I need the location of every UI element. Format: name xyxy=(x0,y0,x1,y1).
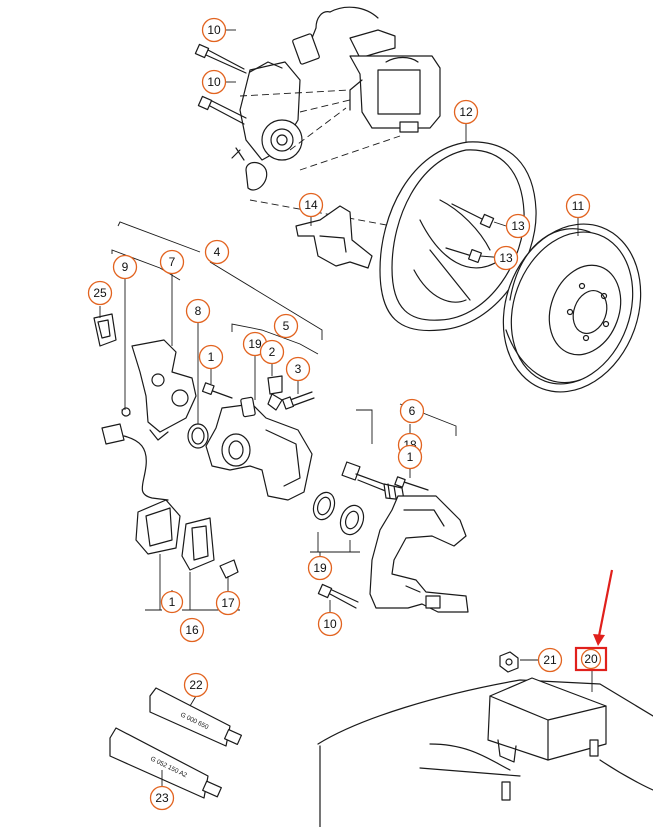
wheel-bearing-housing xyxy=(231,6,379,191)
svg-text:1: 1 xyxy=(407,450,414,464)
callout-3[interactable]: 3 xyxy=(285,356,311,382)
nut-21 xyxy=(499,651,519,673)
svg-text:12: 12 xyxy=(459,105,473,119)
callout-17[interactable]: 17 xyxy=(215,590,241,616)
callout-1-pads[interactable]: 1 xyxy=(160,590,184,614)
svg-text:4: 4 xyxy=(214,245,221,259)
callout-1-carrier[interactable]: 1 xyxy=(397,444,423,470)
svg-text:10: 10 xyxy=(323,617,337,631)
callout-10-top[interactable]: 10 xyxy=(201,17,227,43)
svg-text:9: 9 xyxy=(122,260,129,274)
svg-text:19: 19 xyxy=(313,561,327,575)
brake-caliper-upper xyxy=(349,29,441,133)
callout-1-upper[interactable]: 1 xyxy=(198,344,224,370)
callout-8[interactable]: 8 xyxy=(185,298,211,324)
svg-text:11: 11 xyxy=(572,199,585,213)
svg-text:3: 3 xyxy=(295,362,302,376)
svg-text:20: 20 xyxy=(584,652,598,666)
callout-2[interactable]: 2 xyxy=(259,339,285,365)
callout-25[interactable]: 25 xyxy=(87,280,113,306)
svg-text:23: 23 xyxy=(155,791,169,805)
callout-10-second[interactable]: 10 xyxy=(201,69,227,95)
svg-text:1: 1 xyxy=(208,350,215,364)
svg-text:21: 21 xyxy=(543,653,557,667)
seal-ring-19a xyxy=(312,491,336,521)
grease-tube-lower: G 052 150 A2 xyxy=(109,727,222,799)
svg-text:1: 1 xyxy=(169,595,176,609)
seal-ring-19b xyxy=(339,504,365,536)
group-bracket-5 xyxy=(231,323,319,355)
svg-text:7: 7 xyxy=(169,255,176,269)
callout-22[interactable]: 22 xyxy=(183,672,209,698)
control-module xyxy=(487,677,607,801)
pad-spring xyxy=(219,559,239,579)
callout-6[interactable]: 6 xyxy=(399,398,425,424)
brake-pad-inner xyxy=(181,517,215,571)
callout-20[interactable]: 20 xyxy=(574,646,608,672)
svg-text:10: 10 xyxy=(207,23,221,37)
construction-line-top xyxy=(239,89,401,227)
floor-outline xyxy=(317,679,653,827)
svg-text:13: 13 xyxy=(499,251,513,265)
callout-13-lower[interactable]: 13 xyxy=(493,245,519,271)
bolt-lower-knuckle xyxy=(197,95,247,125)
piston-housing xyxy=(131,339,197,441)
bolt-13-upper xyxy=(451,203,495,229)
callout-23[interactable]: 23 xyxy=(149,785,175,811)
svg-text:6: 6 xyxy=(409,404,416,418)
callout-14[interactable]: 14 xyxy=(298,192,324,218)
svg-text:5: 5 xyxy=(283,319,290,333)
grease-tube-upper: G 000 650 xyxy=(149,687,243,747)
bolt-10-carrier xyxy=(317,583,359,609)
brake-carrier xyxy=(369,495,469,613)
bleed-screw xyxy=(281,391,315,410)
svg-text:22: 22 xyxy=(189,678,203,692)
brake-pad-outer xyxy=(135,499,181,555)
group-bracket-19 xyxy=(310,532,360,553)
bracket-14 xyxy=(295,205,373,269)
bolt-upper-knuckle xyxy=(194,43,247,74)
callout-12[interactable]: 12 xyxy=(453,99,479,125)
callout-21[interactable]: 21 xyxy=(537,647,563,673)
callout-19-lower[interactable]: 19 xyxy=(307,555,333,581)
bolt-13-lower xyxy=(445,247,483,264)
bolt-1-lower xyxy=(394,476,429,491)
svg-text:14: 14 xyxy=(304,198,318,212)
svg-text:19: 19 xyxy=(248,337,262,351)
svg-text:10: 10 xyxy=(207,75,221,89)
callout-16[interactable]: 16 xyxy=(179,617,205,643)
wear-indicator-sensor xyxy=(101,407,169,501)
group-bracket-4 xyxy=(117,221,323,340)
highlight-arrow xyxy=(593,569,614,646)
callout-11[interactable]: 11 xyxy=(565,193,591,219)
callout-5[interactable]: 5 xyxy=(273,313,299,339)
brake-disc xyxy=(502,223,642,393)
brake-dust-shield xyxy=(379,141,537,332)
group-bracket-16 xyxy=(145,554,240,611)
group-bracket-7 xyxy=(111,249,181,281)
callout-13-upper[interactable]: 13 xyxy=(505,213,531,239)
svg-text:25: 25 xyxy=(93,286,107,300)
bolt-1-upper xyxy=(201,382,233,399)
callout-4[interactable]: 4 xyxy=(204,239,230,265)
svg-text:8: 8 xyxy=(195,304,202,318)
grommet xyxy=(93,313,117,347)
svg-text:17: 17 xyxy=(221,596,235,610)
caliper-housing xyxy=(205,396,313,501)
svg-text:13: 13 xyxy=(511,219,525,233)
svg-text:2: 2 xyxy=(269,345,276,359)
callout-7[interactable]: 7 xyxy=(159,249,185,275)
svg-text:16: 16 xyxy=(185,623,199,637)
bleed-screw-cap xyxy=(267,375,283,411)
callout-10-carrier[interactable]: 10 xyxy=(317,611,343,637)
callout-9[interactable]: 9 xyxy=(112,254,138,280)
